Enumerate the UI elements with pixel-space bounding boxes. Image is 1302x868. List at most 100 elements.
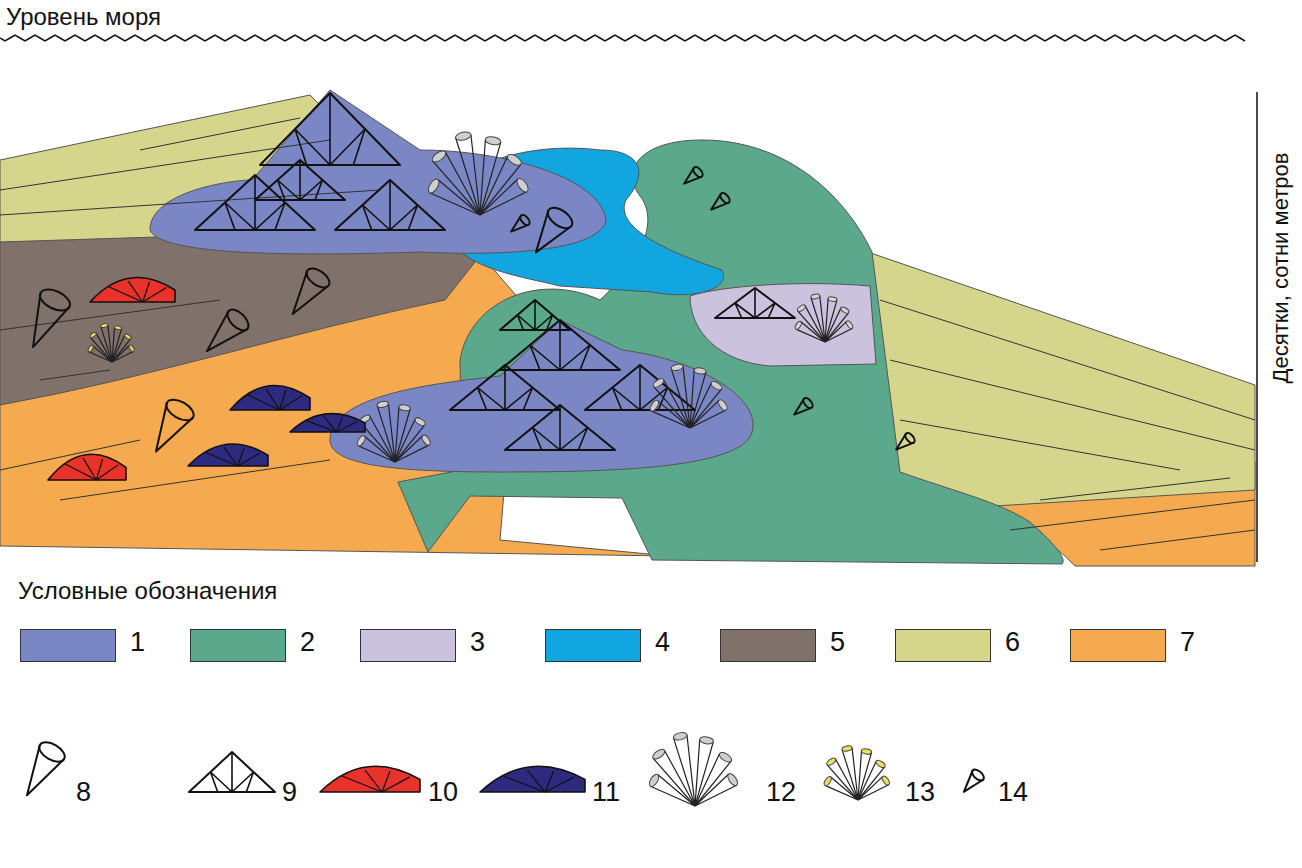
legend-swatch bbox=[720, 629, 816, 662]
fan-fossil bbox=[320, 766, 420, 792]
coral-cap bbox=[810, 293, 820, 299]
legend-swatch bbox=[190, 629, 286, 662]
coral-stem bbox=[377, 403, 395, 462]
coral-stem bbox=[842, 747, 858, 800]
reef-frame-struts bbox=[518, 300, 553, 330]
cone-opening bbox=[163, 395, 197, 424]
fan-fossil bbox=[480, 766, 585, 792]
bedding-line bbox=[0, 300, 220, 330]
fan-outline bbox=[480, 766, 585, 792]
coral-cluster bbox=[649, 363, 729, 428]
coral-cap bbox=[430, 149, 447, 164]
coral-cap bbox=[421, 434, 432, 447]
fan-outline bbox=[48, 454, 126, 480]
reef-body-upper bbox=[150, 90, 606, 254]
coral-cap bbox=[718, 751, 733, 764]
cone-opening bbox=[36, 738, 68, 765]
fan-fossil bbox=[48, 454, 126, 480]
coral-cap bbox=[124, 333, 132, 340]
coral-cap bbox=[651, 747, 666, 761]
sea-level-line bbox=[0, 35, 1245, 41]
section-symbols bbox=[19, 93, 917, 480]
cone-opening bbox=[303, 265, 333, 292]
legend-number: 2 bbox=[300, 628, 315, 658]
cone-fossil bbox=[892, 431, 916, 454]
coral-cap bbox=[794, 320, 803, 330]
sea-level-label: Уровень моря bbox=[6, 4, 161, 30]
cone-fossil bbox=[524, 204, 575, 261]
coral-cap bbox=[485, 136, 502, 146]
reef-frame-outline bbox=[450, 365, 560, 410]
coral-cap bbox=[398, 404, 410, 412]
coral-cap bbox=[694, 367, 707, 375]
legend-number: 5 bbox=[830, 628, 845, 658]
fan-outline bbox=[90, 278, 175, 303]
legend-number: 14 bbox=[998, 778, 1028, 808]
fan-ribs bbox=[307, 416, 358, 432]
legend-swatch bbox=[360, 629, 456, 662]
coral-cap bbox=[842, 745, 853, 752]
coral-cap bbox=[652, 377, 665, 389]
reef-frame-symbol bbox=[450, 365, 560, 410]
coral-cap bbox=[455, 131, 472, 142]
fan-outline bbox=[188, 444, 268, 466]
legend-swatch bbox=[1070, 629, 1166, 662]
coral-cluster bbox=[87, 323, 135, 362]
coral-cap bbox=[506, 152, 523, 167]
reef-frame-struts bbox=[533, 405, 588, 450]
coral-cap bbox=[823, 775, 833, 786]
coral-cap bbox=[87, 345, 94, 353]
coral-stem bbox=[811, 296, 825, 342]
reef-frame-outline bbox=[260, 93, 400, 165]
legend-number: 7 bbox=[1180, 628, 1195, 658]
coral-cap bbox=[89, 331, 97, 338]
coral-cap bbox=[826, 757, 837, 767]
reef-frame-symbol bbox=[715, 288, 795, 318]
fan-ribs bbox=[65, 458, 118, 480]
cone-fossil bbox=[790, 396, 814, 419]
coral-cap bbox=[699, 736, 714, 745]
legend-number: 9 bbox=[282, 778, 297, 808]
coral-cap bbox=[100, 323, 108, 328]
cone-opening bbox=[544, 204, 576, 233]
bedding-line bbox=[1010, 500, 1255, 530]
cone-body bbox=[507, 215, 529, 236]
coral-cap bbox=[875, 759, 886, 769]
reef-frame-struts bbox=[735, 288, 775, 318]
reef-frame-symbol bbox=[189, 752, 275, 792]
reef-frame-struts bbox=[363, 180, 418, 230]
cone-fossil bbox=[198, 306, 253, 361]
reef-frame-symbol bbox=[500, 320, 620, 370]
coral-cap bbox=[647, 773, 660, 788]
coral-cap bbox=[796, 304, 806, 313]
coral-stem bbox=[101, 325, 112, 362]
coral-stem bbox=[456, 135, 480, 215]
coral-cluster bbox=[426, 131, 530, 215]
cone-body bbox=[958, 771, 983, 797]
cone-opening bbox=[970, 768, 986, 783]
cone-opening bbox=[224, 306, 252, 334]
cone-opening bbox=[719, 191, 732, 204]
reef-frame-outline bbox=[500, 300, 570, 330]
fan-ribs bbox=[503, 770, 574, 792]
lavender-facies bbox=[690, 284, 876, 366]
bedding-line bbox=[1100, 530, 1255, 550]
coral-cluster bbox=[356, 400, 432, 462]
coral-cap bbox=[845, 320, 854, 330]
fan-ribs bbox=[109, 281, 167, 302]
legend-number: 3 bbox=[470, 628, 485, 658]
fan-outline bbox=[230, 386, 310, 411]
reef-frame-struts bbox=[295, 93, 365, 165]
cone-fossil bbox=[707, 191, 731, 214]
brown-layer bbox=[0, 229, 475, 405]
cone-fossil bbox=[19, 285, 74, 354]
coral-cap bbox=[377, 400, 389, 408]
cone-fossil bbox=[282, 265, 333, 322]
scale-bar bbox=[1256, 92, 1258, 562]
legend-number: 4 bbox=[655, 628, 670, 658]
coral-cluster bbox=[647, 731, 739, 806]
cone-body bbox=[524, 210, 571, 260]
coral-cap bbox=[128, 344, 135, 352]
